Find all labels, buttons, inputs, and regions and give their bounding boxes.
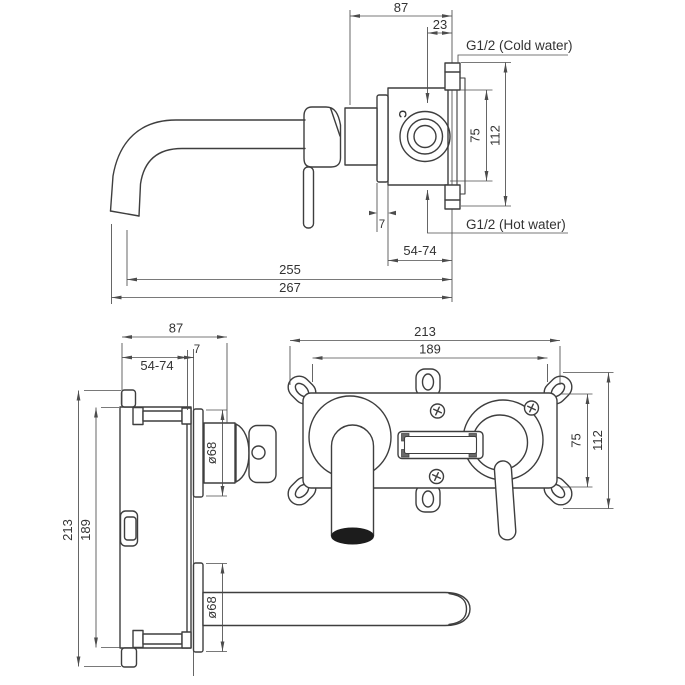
box-top-tab [120,389,137,408]
spout-cap-seam [448,592,468,626]
dim-7-side: 7 [194,344,200,356]
valve-body: C [387,62,461,210]
spout-outlet-front [308,395,392,545]
built-in-box-front-view: 213 189 75 112 [287,324,614,545]
tab-top-center [415,368,441,398]
screw-top-right [523,400,540,416]
handle-head [303,106,342,168]
dim-87-top: 87 [394,0,408,15]
dim-112-top: 112 [488,125,503,146]
hot-water-label: G1/2 (Hot water) [466,217,566,232]
inspection-window [397,430,484,460]
lever-front [493,460,517,541]
top-pipe [142,410,183,422]
dim-54-74-top: 54-74 [403,243,436,258]
dim-7-top: 7 [379,219,385,231]
mixer-trim [109,94,389,229]
dim-189-side: 189 [78,519,93,541]
dim-54-74-side: 54-74 [140,358,173,373]
front-view-dimensions: 213 189 75 112 [289,324,614,509]
backplate-edge [456,77,466,195]
dim-112-front: 112 [590,430,605,451]
dim-87-side: 87 [169,321,183,336]
spout-unit-side [192,562,471,653]
built-in-box [119,389,192,668]
tab-bottom-center [415,483,441,513]
dim-75-top: 75 [468,128,483,142]
cartridge-housing [344,107,378,166]
dim-68-handle: ø68 [204,442,219,464]
spout-escutcheon-side [192,562,204,653]
dim-189-front: 189 [419,342,441,357]
escutcheon-edge [376,94,389,183]
cold-water-label: G1/2 (Cold water) [466,38,573,53]
built-in-box-side-view: 87 7 54-74 213 189 ø68 ø68 [60,321,471,676]
box-bottom-tab [120,647,138,668]
spout-tip [109,210,140,217]
lever-handle [302,166,315,229]
cold-body-mark: C [396,110,408,118]
mixer-side-view: C 87 23 G1/2 (Cold water) 75 [109,0,573,304]
handle-facet-line [329,107,341,137]
spout-inner-line [138,147,306,217]
handle-hole [251,445,266,460]
dim-75-front: 75 [569,433,584,447]
screw-top-center [429,403,446,419]
dim-213-side: 213 [60,519,75,541]
screw-bottom-center [428,468,445,485]
handle-knob-side [248,424,277,484]
bottom-pipe [142,633,183,645]
valve-front [462,399,544,541]
top-view-dimensions: 87 23 G1/2 (Cold water) 75 112 G1/2 (Hot… [111,0,573,304]
dim-68-spout: ø68 [204,596,219,618]
cold-port-stub [444,62,461,91]
dim-23: 23 [433,17,447,32]
top-pipe-nut [132,406,144,426]
spout-tube-front [330,424,375,537]
dim-255: 255 [279,262,301,277]
hot-port-stub [444,184,461,210]
bottom-pipe-nut [132,629,144,649]
handle-unit-side [192,408,277,498]
dim-267: 267 [279,280,301,295]
handle-escutcheon-side [192,408,204,498]
spout-opening [331,527,374,545]
spout-outer-line [109,119,306,212]
dim-213-front: 213 [414,324,436,339]
side-view-dimensions: 87 7 54-74 213 189 ø68 ø68 [60,321,228,667]
